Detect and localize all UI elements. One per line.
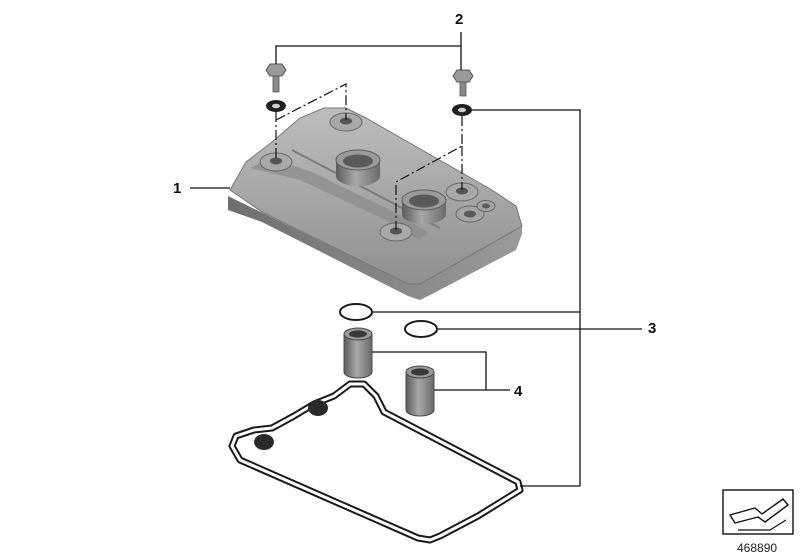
callout-cover: 1 <box>173 180 182 197</box>
bolt-right <box>452 69 474 97</box>
callout-bolts: 2 <box>455 11 464 28</box>
plug-tower <box>335 149 381 186</box>
plug-tower <box>401 189 447 224</box>
valve-cover-ridge <box>250 158 428 240</box>
diagram-id: 468890 <box>737 541 778 555</box>
callout-sleeves: 4 <box>514 383 523 400</box>
breather-port <box>455 200 496 223</box>
folded-corner-arrow-icon <box>722 489 794 535</box>
washer-left <box>266 100 286 112</box>
sleeve <box>343 327 373 379</box>
washer-right <box>452 104 472 116</box>
callout-o-rings: 3 <box>648 320 657 337</box>
o-ring <box>404 320 438 338</box>
sleeve <box>405 365 435 417</box>
valve-cover <box>228 107 523 300</box>
leader-lines <box>190 32 642 487</box>
alignment-lines <box>275 83 463 230</box>
valve-cover-top <box>229 107 523 285</box>
valve-cover-skirt <box>228 196 522 300</box>
o-ring <box>339 303 373 321</box>
cover-gasket <box>228 380 524 544</box>
bolt-left <box>265 63 287 93</box>
